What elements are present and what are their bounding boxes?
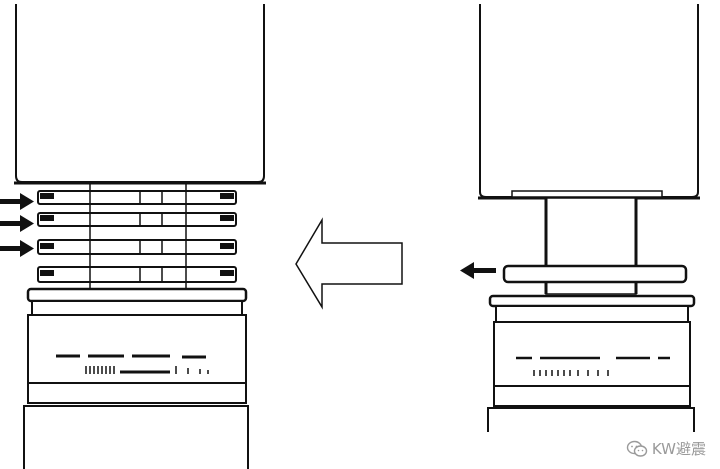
right-upper-body bbox=[479, 4, 699, 198]
removed-spacer-plate bbox=[502, 264, 688, 284]
right-base-flange bbox=[488, 294, 696, 308]
left-bottom-tube bbox=[23, 405, 249, 469]
left-push-arrows bbox=[0, 193, 34, 257]
watermark-text: KW避震 bbox=[651, 440, 706, 458]
left-base-ring bbox=[31, 300, 243, 316]
left-base-rim bbox=[27, 382, 247, 404]
arrow-right-icon bbox=[0, 215, 34, 232]
left-upper-body bbox=[15, 4, 265, 183]
left-spacer-stack bbox=[37, 184, 237, 290]
right-assembly bbox=[460, 4, 700, 432]
spacer-plate bbox=[37, 212, 237, 227]
spacer-plate bbox=[37, 239, 237, 255]
spacer-plate bbox=[37, 266, 237, 283]
wechat-icon bbox=[626, 440, 648, 457]
left-assembly bbox=[0, 4, 266, 469]
arrow-right-icon bbox=[0, 240, 34, 257]
right-lower-housing bbox=[493, 321, 691, 387]
arrow-left-icon bbox=[460, 262, 496, 279]
right-bottom-tube bbox=[487, 407, 695, 432]
right-base-ring bbox=[495, 305, 689, 323]
left-base-flange bbox=[26, 287, 248, 303]
direction-arrow-left-icon bbox=[295, 217, 403, 310]
right-base-rim bbox=[493, 385, 691, 407]
watermark: KW避震 bbox=[626, 438, 706, 459]
right-flange-ring bbox=[511, 190, 663, 198]
arrow-right-icon bbox=[0, 193, 34, 210]
spacer-plate bbox=[37, 190, 237, 205]
